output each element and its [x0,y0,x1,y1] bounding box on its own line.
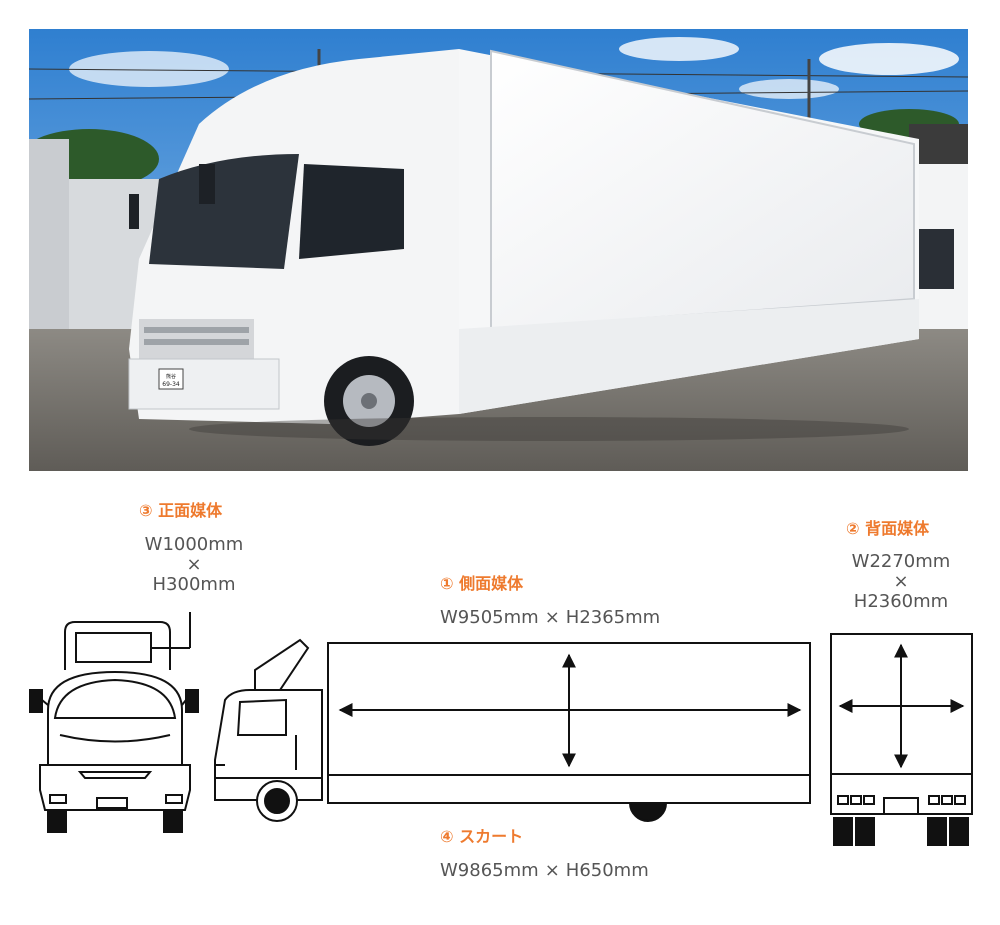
side-media-times: × [544,607,560,628]
back-media-title: ② 背面媒体 [846,519,930,538]
skirt-dimensions: W9865mm×H650mm [440,861,649,881]
front-media-title: ③ 正面媒体 [139,501,223,520]
front-media-dimensions: W1000mm × H300mm [139,535,249,595]
side-media-height: H2365mm [565,607,661,628]
side-view-diagram [214,638,811,822]
back-view-diagram [830,633,973,846]
side-media-dimensions: W9505mm×H2365mm [440,608,660,628]
front-view-diagram [29,612,199,833]
front-media-height: H300mm [152,574,236,595]
side-media-width: W9505mm [440,607,539,628]
truck-photo-illustration: 熊谷 69-34 [29,29,968,471]
front-media-times: × [186,554,202,575]
truck-photo: 熊谷 69-34 [29,29,968,471]
skirt-times: × [544,860,560,881]
side-media-title: ① 側面媒体 [440,574,524,593]
front-media-width: W1000mm [144,534,244,555]
skirt-title: ④ スカート [440,827,524,846]
plate-line2: 69-34 [162,381,180,388]
skirt-width: W9865mm [440,860,539,881]
back-media-dimensions: W2270mm × H2360mm [846,552,956,612]
back-media-height: H2360mm [853,591,949,612]
back-media-times: × [893,571,909,592]
plate-line1: 熊谷 [166,373,176,380]
back-media-width: W2270mm [851,551,951,572]
skirt-height: H650mm [565,860,649,881]
